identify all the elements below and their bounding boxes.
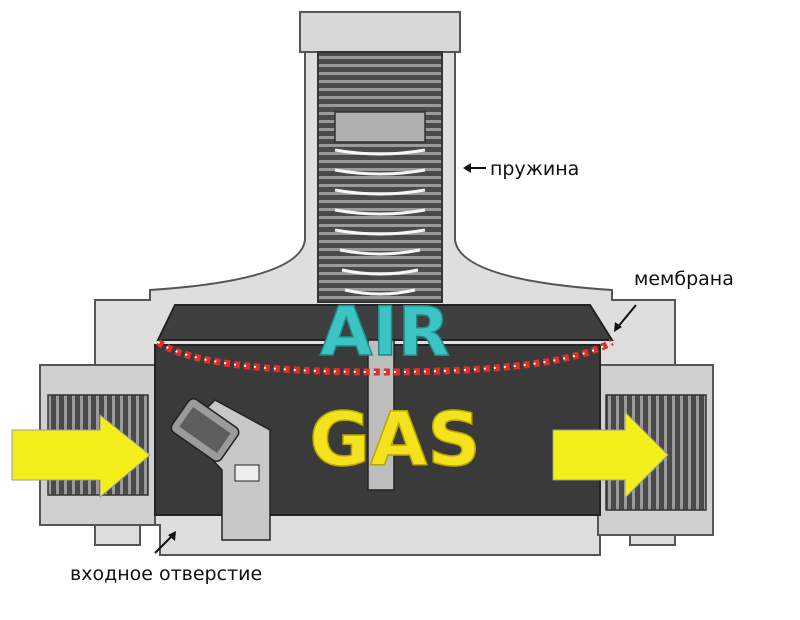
outlet-flow-arrow (552, 410, 669, 500)
spring-chamber (317, 51, 443, 303)
spring (334, 148, 426, 296)
air-chamber (156, 304, 614, 341)
inlet-label: входное отверстие (70, 563, 263, 585)
membrane-label: мембрана (634, 268, 734, 290)
gas-label: GAS (309, 397, 480, 483)
inlet-flow-arrow (11, 413, 151, 499)
air-label: AIR (320, 293, 450, 372)
membrane-pointer (614, 304, 637, 332)
inlet-pointer (154, 531, 176, 554)
spring-pointer (463, 163, 486, 173)
spring-label: пружина (490, 158, 580, 180)
membrane (155, 338, 614, 376)
